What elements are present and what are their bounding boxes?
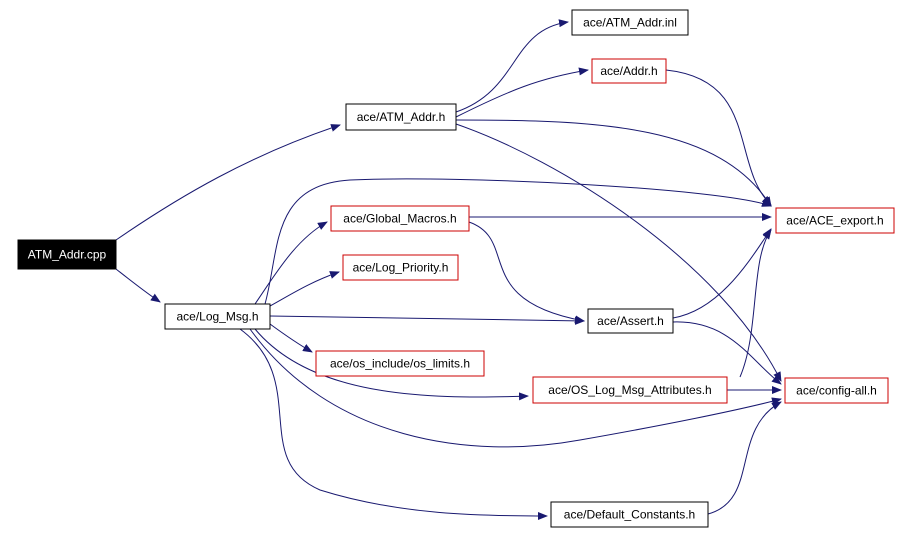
node-label: ATM_Addr.cpp: [28, 248, 107, 262]
node-addr-h[interactable]: ace/Addr.h: [591, 58, 667, 84]
edge-default-constants-h-to-config-all-h: [707, 401, 782, 515]
node-layer: ATM_Addr.cpp ace/ATM_Addr.h ace/ATM_Addr.i…: [17, 9, 895, 528]
node-log-priority-h[interactable]: ace/Log_Priority.h: [342, 254, 459, 281]
edge-log-msg-h-to-os-log-msg-attr-h: [254, 328, 529, 401]
node-label: ace/ATM_Addr.h: [357, 110, 446, 124]
node-box[interactable]: [784, 377, 889, 404]
node-label: ace/ATM_Addr.inl: [583, 16, 677, 30]
node-label: ace/Log_Priority.h: [353, 261, 449, 275]
edge-log-msg-h-to-ace-export-h: [264, 178, 772, 305]
edge-log-msg-h-to-os-limits-h: [269, 323, 313, 353]
edge-global-macros-h-to-assert-h: [468, 221, 585, 324]
node-label: ace/Assert.h: [597, 314, 664, 328]
node-label: ace/Default_Constants.h: [564, 508, 695, 522]
edge-atm-addr-h-to-atm-addr-inl: [455, 19, 569, 113]
node-atm-addr-cpp[interactable]: ATM_Addr.cpp: [17, 239, 117, 270]
node-label: ace/Global_Macros.h: [343, 212, 456, 226]
node-box[interactable]: [532, 376, 728, 404]
node-default-constants-h[interactable]: ace/Default_Constants.h: [550, 501, 709, 528]
edge-log-msg-h-to-log-priority-h: [269, 271, 340, 307]
node-config-all-h[interactable]: ace/config-all.h: [784, 377, 889, 404]
node-atm-addr-inl[interactable]: ace/ATM_Addr.inl: [571, 9, 689, 36]
edge-atm-addr-h-to-ace-export-h: [455, 119, 772, 207]
node-label: ace/OS_Log_Msg_Attributes.h: [548, 383, 711, 397]
node-box[interactable]: [342, 254, 459, 281]
node-label: ace/Addr.h: [600, 64, 657, 78]
node-label: ace/config-all.h: [796, 384, 877, 398]
edge-assert-h-to-ace-export-h: [672, 228, 772, 319]
edge-atm-addr-h-to-config-all-h: [455, 123, 782, 382]
node-os-limits-h[interactable]: ace/os_include/os_limits.h: [315, 350, 485, 377]
edge-log-msg-h-to-config-all-h: [249, 328, 782, 448]
node-box[interactable]: [330, 205, 470, 232]
node-os-log-msg-attr-h[interactable]: ace/OS_Log_Msg_Attributes.h: [532, 376, 728, 404]
node-atm-addr-h[interactable]: ace/ATM_Addr.h: [345, 103, 457, 131]
node-box[interactable]: [550, 501, 709, 528]
node-log-msg-h[interactable]: ace/Log_Msg.h: [164, 303, 271, 330]
edge-atm-addr-h-to-addr-h: [455, 67, 589, 118]
edge-atm-addr-cpp-to-log-msg-h: [115, 268, 161, 303]
edge-addr-h-to-ace-export-h: [665, 69, 772, 206]
node-box[interactable]: [775, 207, 895, 234]
edge-atm-addr-cpp-to-atm-addr-h: [115, 124, 341, 241]
node-box[interactable]: [164, 303, 271, 330]
node-box[interactable]: [17, 239, 117, 270]
node-assert-h[interactable]: ace/Assert.h: [587, 308, 674, 334]
edge-log-msg-h-to-default-constants-h: [239, 328, 548, 520]
edge-log-msg-h-to-global-macros-h: [254, 221, 328, 305]
node-global-macros-h[interactable]: ace/Global_Macros.h: [330, 205, 470, 232]
edge-log-msg-h-to-assert-h: [269, 315, 585, 325]
node-box[interactable]: [591, 58, 667, 84]
node-ace-export-h[interactable]: ace/ACE_export.h: [775, 207, 895, 234]
node-label: ace/os_include/os_limits.h: [330, 357, 470, 371]
node-box[interactable]: [315, 350, 485, 377]
edge-layer: [115, 19, 782, 520]
node-label: ace/Log_Msg.h: [176, 310, 258, 324]
edge-os-log-msg-attr-h-to-ace-export-h: [739, 229, 772, 378]
node-box[interactable]: [571, 9, 689, 36]
node-box[interactable]: [345, 103, 457, 131]
edge-assert-h-to-config-all-h: [672, 321, 782, 385]
node-box[interactable]: [587, 308, 674, 334]
node-label: ace/ACE_export.h: [786, 214, 883, 228]
